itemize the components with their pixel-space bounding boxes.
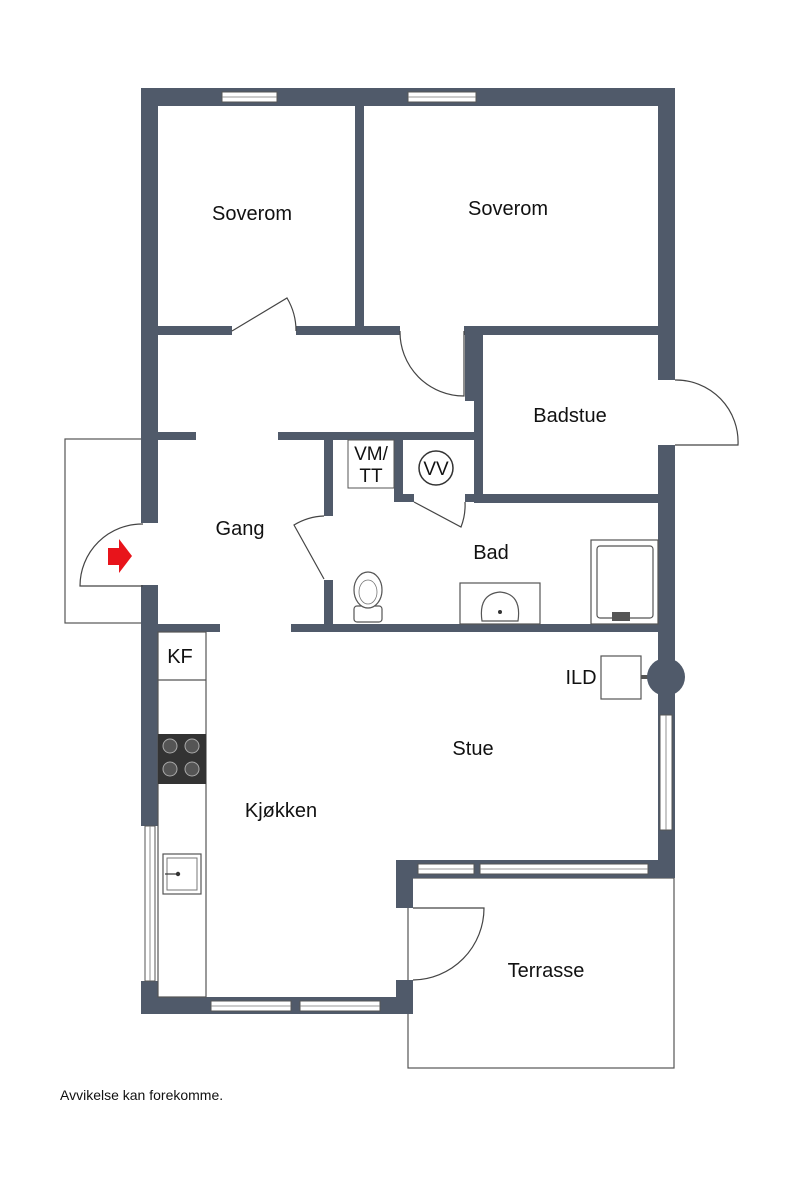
kitchen-counter — [157, 631, 207, 998]
room-label-badstue: Badstue — [533, 405, 606, 427]
kf-label: KF — [167, 646, 193, 668]
water-heater-icon — [418, 450, 454, 486]
room-label-stue: Stue — [452, 738, 493, 760]
room-label-kjokken: Kjøkken — [245, 800, 317, 822]
doors — [79, 297, 739, 981]
vm-tt-label-2: TT — [359, 466, 383, 487]
entrance-step-outline — [64, 438, 144, 624]
windows — [144, 91, 673, 1012]
sink-icon — [162, 853, 202, 895]
room-label-soverom-1: Soverom — [212, 203, 292, 225]
fireplace-icon — [600, 655, 685, 700]
vm-tt-box — [347, 439, 395, 489]
shower-icon — [590, 539, 659, 625]
washbasin-icon — [459, 582, 541, 625]
stove-icon — [158, 734, 206, 784]
disclaimer-text: Avvikelse kan forekomme. — [60, 1087, 224, 1103]
vm-label: VM/ — [354, 444, 389, 465]
room-label-terrasse: Terrasse — [508, 960, 585, 982]
toilet-icon — [353, 571, 383, 623]
vv-label: VV — [423, 459, 449, 480]
room-label-gang: Gang — [216, 518, 265, 540]
room-label-soverom-2: Soverom — [468, 198, 548, 220]
entrance-arrow-icon — [108, 539, 132, 573]
room-label-bad: Bad — [473, 542, 509, 564]
ild-label: ILD — [565, 667, 596, 689]
floor-plan: Soverom Soverom Badstue Gang Bad Stue Kj… — [64, 88, 739, 1069]
